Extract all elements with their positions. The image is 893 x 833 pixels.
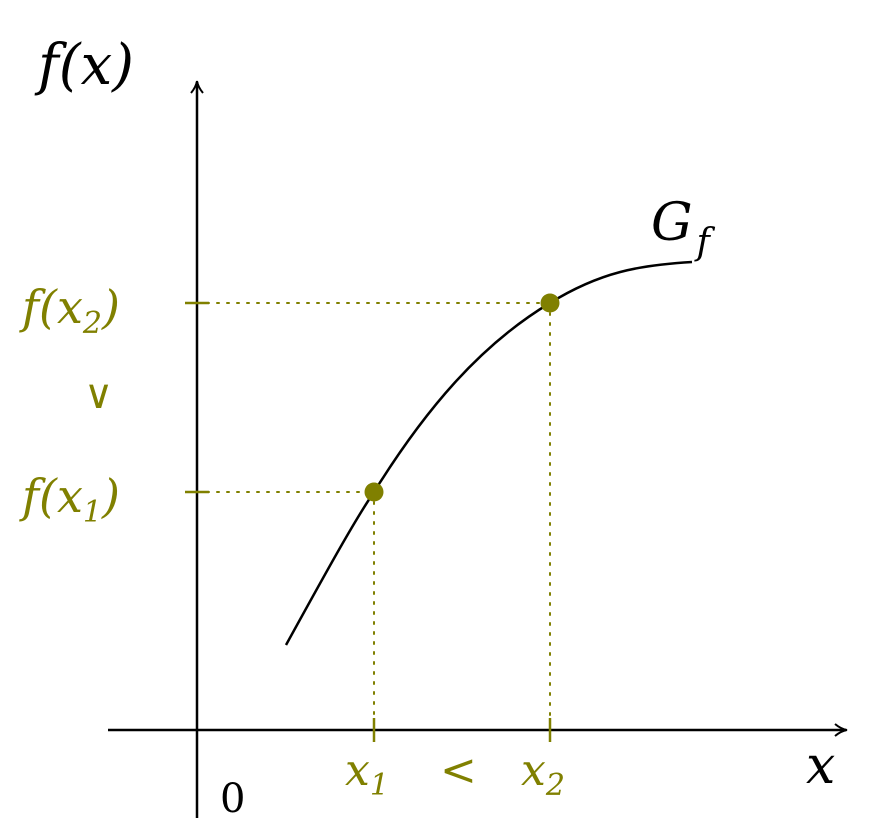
point-x1 xyxy=(364,482,384,502)
fx2-label: f(x2) xyxy=(19,280,120,341)
y-axis-label: f(x) xyxy=(34,33,134,98)
point-x2 xyxy=(540,293,560,313)
fx1-label: f(x1) xyxy=(19,469,120,530)
y-relation-symbol: ∨ xyxy=(84,372,113,418)
x-axis-label: x xyxy=(806,736,835,796)
origin-label: 0 xyxy=(220,776,245,822)
x1-label: x1 xyxy=(345,745,389,803)
function-curve xyxy=(284,260,693,646)
x2-label: x2 xyxy=(521,745,565,803)
x-relation-symbol: < xyxy=(440,745,477,796)
